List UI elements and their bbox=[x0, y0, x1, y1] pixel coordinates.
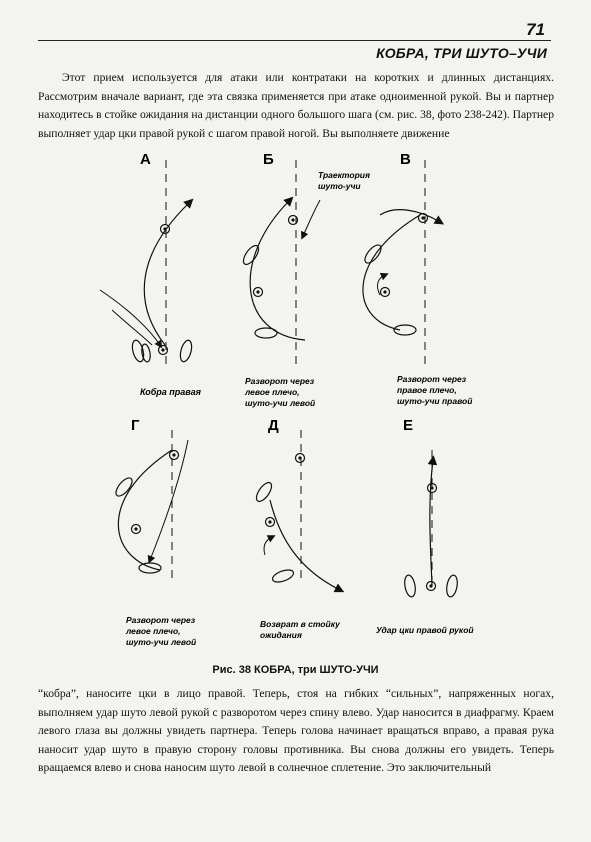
panel-e: Е Удар цки правой рукой bbox=[376, 417, 474, 635]
svg-text:Удар цки правой рукой: Удар цки правой рукой bbox=[376, 625, 474, 635]
svg-text:Разворот через левое п: Разворот через левое плечо, шуто-учи лев… bbox=[244, 376, 316, 408]
panel-g: Г Разворот через левое плечо, шуто-учи л… bbox=[115, 417, 197, 647]
panel-label: Разворот через bbox=[245, 376, 315, 386]
panel-letter: Г bbox=[131, 417, 140, 434]
panel-letter: А bbox=[140, 151, 151, 168]
panel-label: Разворот через bbox=[397, 374, 467, 384]
panel-label: Удар цки правой рукой bbox=[376, 625, 474, 635]
panel-label: правое плечо, bbox=[397, 385, 457, 395]
paragraph-bottom: “кобра”, наносите цки в лицо правой. Теп… bbox=[38, 687, 554, 775]
panel-a: А Кобра правая bbox=[99, 151, 202, 397]
panel-v: В Разворот через правое плечо, шуто-учи … bbox=[362, 151, 473, 406]
panel-label: шуто-учи левой bbox=[126, 637, 197, 647]
figure-caption: Рис. 38 КОБРА, три ШУТО-УЧИ bbox=[212, 664, 379, 676]
svg-text:Разворот через левое п: Разворот через левое плечо, шуто-учи лев… bbox=[125, 615, 197, 647]
panel-label: шуто-учи правой bbox=[397, 396, 473, 406]
svg-text:Разворот через правое: Разворот через правое плечо, шуто-учи пр… bbox=[397, 374, 473, 406]
svg-text:Возврат в стойку ожида: Возврат в стойку ожидания bbox=[260, 619, 342, 640]
page-number: 71 bbox=[526, 20, 545, 39]
panel-b: Б Траектория шуто-учи Разворот через лев… bbox=[242, 151, 372, 408]
panel-letter: Б bbox=[263, 151, 274, 168]
panel-letter: Д bbox=[268, 417, 279, 434]
panel-label: ожидания bbox=[260, 630, 302, 640]
panel-label: левое плечо, bbox=[125, 626, 181, 636]
header-rule bbox=[38, 40, 551, 41]
section-title: КОБРА, ТРИ ШУТО–УЧИ bbox=[376, 45, 547, 61]
panel-label: Кобра правая bbox=[140, 387, 202, 397]
panel-label: Разворот через bbox=[126, 615, 196, 625]
panel-label: левое плечо, bbox=[244, 387, 300, 397]
paragraph-top: Этот прием используется для атаки или ко… bbox=[38, 71, 554, 140]
trajectory-note: Траектория bbox=[318, 170, 370, 180]
trajectory-note: шуто-учи bbox=[318, 181, 361, 191]
svg-text:Кобра правая: Кобра правая bbox=[140, 387, 202, 397]
panel-letter: Е bbox=[403, 417, 413, 434]
figure-38: А Кобра правая Б Траектория шуто-учи bbox=[99, 151, 474, 647]
panel-label: Возврат в стойку bbox=[260, 619, 341, 629]
panel-label: шуто-учи левой bbox=[245, 398, 316, 408]
panel-d: Д Возврат в стойку ожидания bbox=[255, 417, 345, 640]
panel-letter: В bbox=[400, 151, 411, 168]
svg-text:Траектория шуто-учи: Траектория шуто-учи bbox=[318, 170, 372, 191]
